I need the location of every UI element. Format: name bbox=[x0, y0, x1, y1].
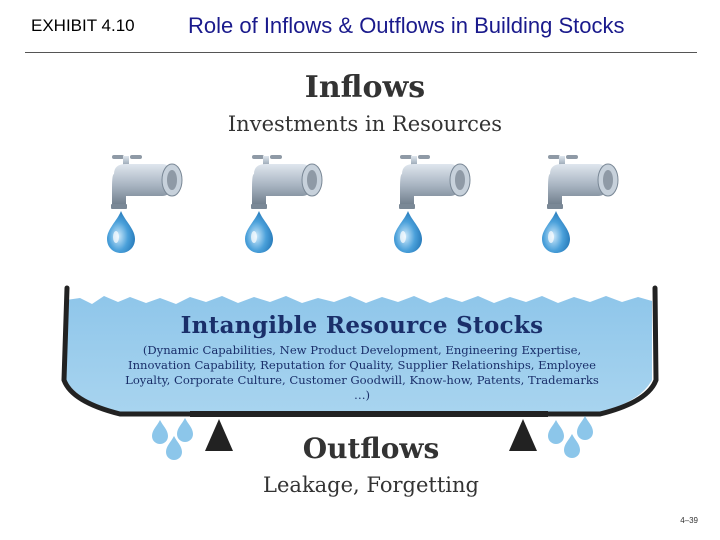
faucet-icon bbox=[546, 154, 619, 210]
tub-outline bbox=[61, 285, 193, 417]
inflows-subtitle: Investments in Resources bbox=[227, 112, 503, 136]
support-triangle bbox=[509, 419, 537, 451]
tub-outline bbox=[545, 285, 659, 417]
outflows-title: Outflows bbox=[302, 432, 440, 465]
water-drop-icon bbox=[394, 211, 422, 253]
inflows-title: Inflows bbox=[304, 70, 426, 105]
water-drop-icon bbox=[107, 211, 135, 253]
outflows-subtitle: Leakage, Forgetting bbox=[263, 473, 479, 497]
title-divider bbox=[25, 52, 697, 53]
water-reservoir bbox=[66, 296, 652, 412]
stocks-block: Intangible Resource Stocks (Dynamic Capa… bbox=[112, 312, 612, 403]
water-drop-icon bbox=[245, 211, 273, 253]
tub-base bbox=[190, 411, 548, 417]
exhibit-label: EXHIBIT 4.10 bbox=[31, 16, 135, 35]
faucet-icon bbox=[250, 154, 323, 210]
stocks-description: (Dynamic Capabilities, New Product Devel… bbox=[125, 343, 599, 402]
page-number: 4–39 bbox=[680, 516, 698, 525]
faucet-icon bbox=[110, 154, 183, 210]
stocks-title: Intangible Resource Stocks bbox=[180, 312, 544, 339]
slide-title: Role of Inflows & Outflows in Building S… bbox=[188, 13, 625, 38]
faucet-icon bbox=[398, 154, 471, 210]
water-drop-icon bbox=[542, 211, 570, 253]
support-triangle bbox=[205, 419, 233, 451]
